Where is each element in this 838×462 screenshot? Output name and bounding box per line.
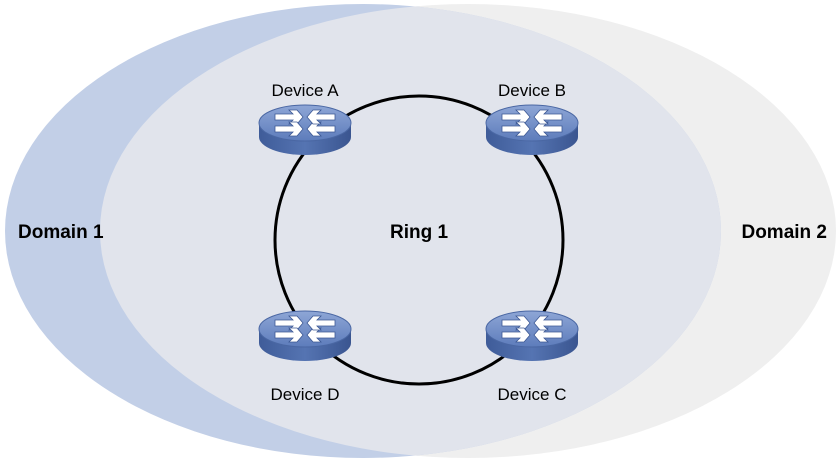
device-b-switch-icon [485, 104, 579, 156]
ring-1-label: Ring 1 [390, 222, 448, 243]
ring-1-circle [273, 94, 565, 386]
device-c-switch-icon [485, 310, 579, 362]
device-d-switch-icon [258, 310, 352, 362]
device-d-label: Device D [271, 385, 340, 404]
device-b-label: Device B [498, 81, 566, 100]
device-a-label: Device A [271, 81, 339, 100]
device-a-switch-icon [258, 104, 352, 156]
domain-2-label: Domain 2 [741, 222, 827, 243]
domain-1-label: Domain 1 [18, 222, 104, 243]
device-c-label: Device C [498, 385, 567, 404]
